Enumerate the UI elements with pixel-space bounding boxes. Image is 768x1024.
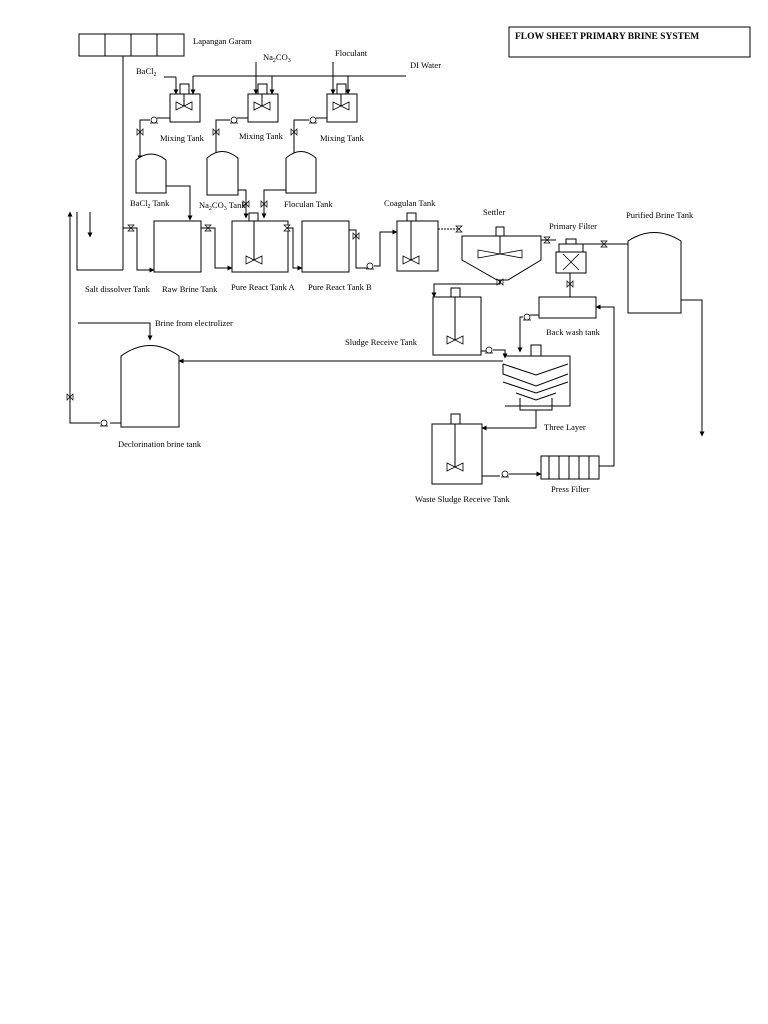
- na2co3-tank: Na2CO3 Tank: [199, 151, 250, 219]
- line-backwash-to-three-layer: [517, 313, 539, 353]
- label-lapangan-garam: Lapangan Garam: [193, 36, 252, 46]
- label-declorination-brine-tank: Declorination brine tank: [118, 439, 202, 449]
- title-box: FLOW SHEET PRIMARY BRINE SYSTEM: [508, 26, 751, 58]
- label-sludge-receive-tank: Sludge Receive Tank: [345, 337, 418, 347]
- na2co3-tank-text-a: Na: [199, 200, 209, 210]
- label-purified-brine-tank: Purified Brine Tank: [626, 210, 694, 220]
- label-raw-brine-tank: Raw Brine Tank: [162, 284, 218, 294]
- label-pure-react-tank-b: Pure React Tank B: [308, 282, 372, 292]
- label-floculant: Floculant: [335, 48, 368, 58]
- label-brine-from-electrolizer: Brine from electrolizer: [155, 318, 233, 328]
- line-waste-to-press: [482, 470, 542, 478]
- label-mixing-tank-2: Mixing Tank: [239, 131, 284, 141]
- na2co3-tank-sub-1: 2: [209, 206, 212, 212]
- na2co3-tank-text-c: Tank: [227, 200, 247, 210]
- label-mixing-tank-3: Mixing Tank: [320, 133, 365, 143]
- line-press-to-backwash: [595, 304, 615, 467]
- mixing-to-storage-lines: [136, 116, 327, 161]
- line-three-layer-to-waste: [481, 410, 537, 431]
- label-bacl2-tank: BaCl2 Tank: [130, 198, 170, 210]
- label-press-filter: Press Filter: [551, 484, 590, 494]
- declorination-brine-tank: Declorination brine tank: [118, 345, 202, 449]
- label-back-wash-tank: Back wash tank: [546, 327, 601, 337]
- pure-react-tank-b: Pure React Tank B: [301, 220, 372, 292]
- na2co3-text-b: CO: [276, 52, 288, 62]
- label-coagulan-tank: Coagulan Tank: [384, 198, 436, 208]
- settler: Settler: [461, 207, 542, 281]
- coagulan-tank: Coagulan Tank: [384, 198, 439, 272]
- raw-brine-tank: Raw Brine Tank: [153, 220, 218, 294]
- na2co3-tank-sub-2: 3: [224, 206, 227, 212]
- mixing-tank-2: Mixing Tank: [239, 62, 284, 141]
- na2co3-sub-1: 2: [273, 58, 276, 64]
- line-filter-to-backwash: [566, 273, 574, 297]
- label-waste-sludge-receive-tank: Waste Sludge Receive Tank: [415, 494, 510, 504]
- label-bacl2: BaCl2: [136, 66, 156, 78]
- label-settler: Settler: [483, 207, 505, 217]
- line-raw-to-react-a: [201, 224, 233, 271]
- na2co3-text-a: Na: [263, 52, 273, 62]
- label-pure-react-tank-a: Pure React Tank A: [231, 282, 296, 292]
- brine-from-electrolizer: Brine from electrolizer: [78, 318, 233, 341]
- bacl2-sub: 2: [153, 72, 156, 78]
- label-mixing-tank-1: Mixing Tank: [160, 133, 205, 143]
- salt-dissolver-tank: Salt dissolver Tank: [76, 212, 151, 294]
- na2co3-sub-2: 3: [288, 58, 291, 64]
- back-wash-tank: Back wash tank: [538, 296, 601, 337]
- salt-field: Lapangan Garam: [78, 33, 252, 270]
- na2co3-tank-text-b: CO: [212, 200, 224, 210]
- label-three-layer: Three Layer: [544, 422, 586, 432]
- floculan-tank: Floculan Tank: [260, 151, 333, 219]
- label-di-water: DI Water: [410, 60, 441, 70]
- sludge-receive-tank: Sludge Receive Tank: [345, 287, 482, 356]
- line-sludge-to-three-layer: [481, 346, 508, 359]
- line-settler-to-filter: [541, 236, 556, 244]
- line-filter-to-purified: [583, 240, 628, 248]
- label-na2co3-tank: Na2CO3 Tank: [199, 200, 246, 212]
- line-coagulan-to-settler: [438, 225, 463, 233]
- line-react-a-to-b: [283, 224, 303, 271]
- label-floculan-tank: Floculan Tank: [284, 199, 333, 209]
- press-filter: Press Filter: [540, 455, 600, 494]
- three-layer: Three Layer: [502, 344, 586, 432]
- bacl2-tank-text-b: Tank: [150, 198, 170, 208]
- line-salt-to-raw: [123, 224, 155, 273]
- diagram-title: FLOW SHEET PRIMARY BRINE SYSTEM: [515, 32, 699, 42]
- purified-brine-tank: Purified Brine Tank: [626, 210, 705, 437]
- bacl2-text: BaCl: [136, 66, 154, 76]
- label-primary-filter: Primary Filter: [549, 221, 597, 231]
- line-react-b-to-coagulan: [349, 229, 398, 270]
- line-declorination-return: [66, 211, 121, 427]
- pure-react-tank-a: Pure React Tank A: [231, 212, 296, 292]
- mixing-tank-1: Mixing Tank: [160, 76, 205, 143]
- bacl2-tank-sub: 2: [147, 204, 150, 210]
- mixing-tank-3: Mixing Tank: [320, 62, 365, 143]
- label-salt-dissolver-tank: Salt dissolver Tank: [85, 284, 151, 294]
- waste-sludge-receive-tank: Waste Sludge Receive Tank: [415, 413, 510, 504]
- primary-filter: Primary Filter: [549, 221, 597, 274]
- bacl2-tank: BaCl2 Tank: [130, 153, 193, 221]
- label-na2co3: Na2CO3: [263, 52, 291, 64]
- line-settler-to-sludge: [431, 278, 504, 298]
- bacl2-tank-text-a: BaCl: [130, 198, 148, 208]
